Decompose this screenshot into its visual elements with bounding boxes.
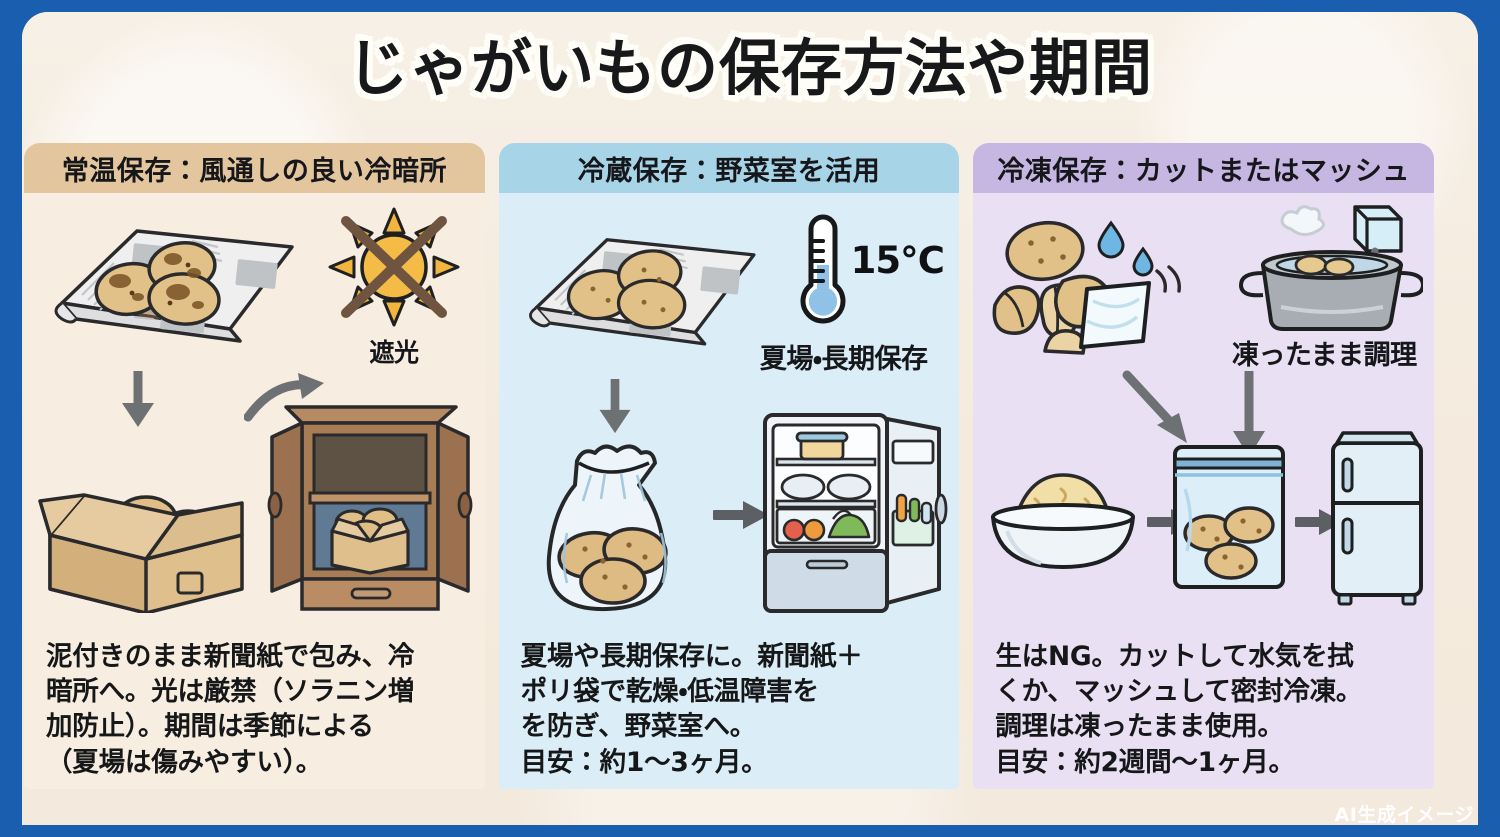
cut-potatoes-wipe-water-icon: [992, 220, 1182, 355]
thermometer-icon: [800, 214, 846, 324]
title-container: じゃがいもの保存方法や期間: [0, 36, 1500, 102]
mashed-potato-bowl-icon: [991, 473, 1136, 569]
curved-arrow-icon: [244, 373, 324, 422]
caption-shading: 遮光: [369, 338, 419, 367]
down-arrow-icon: [599, 379, 631, 434]
column-art-room-temperature: 遮光: [24, 193, 485, 633]
column-header-frozen: 冷凍保存：カットまたはマッシュ: [973, 143, 1435, 193]
column-body-refrigerated: 夏場や長期保存に。新聞紙＋ ポリ袋で乾燥・低温障害を を防ぎ、野菜室へ。 目安：…: [520, 641, 863, 778]
ai-generated-badge: AI生成イメージ: [1334, 804, 1474, 826]
open-refrigerator-icon: [762, 413, 948, 613]
caption-summer-long-term: 夏場・長期保存: [759, 344, 928, 375]
column-header-refrigerated: 冷蔵保存：野菜室を活用: [498, 143, 960, 193]
column-header-room-temperature: 常温保存：風通しの良い冷暗所: [24, 143, 485, 193]
column-refrigerated: 冷蔵保存：野菜室を活用: [498, 143, 960, 789]
column-art-refrigerated: 15℃ 夏場・長期保存: [499, 193, 960, 633]
wooden-cabinet-with-box-icon: [267, 405, 473, 611]
column-art-frozen: 凍ったまま調理: [973, 193, 1434, 633]
plastic-bag-with-potatoes-icon: [546, 444, 668, 612]
diagonal-arrow-icon: [1122, 370, 1188, 443]
potatoes-on-newspaper-icon: [528, 238, 756, 346]
page-title: じゃがいもの保存方法や期間: [346, 33, 1153, 104]
columns-container: 常温保存：風通しの良い冷暗所: [24, 143, 1435, 789]
zip-bag-with-potatoes-icon: [1173, 445, 1286, 589]
arrow-right-icon: [1295, 509, 1344, 535]
muddy-potatoes-on-newspaper-icon: [54, 229, 294, 343]
sun-with-cross-icon: [328, 207, 460, 327]
column-body-room-temperature: 泥付きのまま新聞紙で包み、冷 暗所へ。光は厳禁（ソラニン増 加防止）。期間は季節…: [46, 641, 415, 778]
caption-cook-from-frozen: 凍ったまま調理: [1231, 340, 1417, 371]
pot-cooking-from-frozen-icon: [1239, 205, 1424, 331]
temperature-value: 15℃: [850, 239, 945, 282]
column-frozen: 冷凍保存：カットまたはマッシュ: [973, 143, 1435, 789]
down-arrow-icon: [122, 371, 154, 427]
arrow-right-icon: [712, 501, 769, 529]
upright-freezer-icon: [1331, 431, 1424, 606]
box-with-potatoes-icon: [38, 493, 244, 613]
column-body-frozen: 生はNG。カットして水気を拭 くか、マッシュして密封冷凍。 調理は凍ったまま使用…: [995, 641, 1363, 778]
down-arrow-icon: [1233, 371, 1266, 457]
column-room-temperature: 常温保存：風通しの良い冷暗所: [24, 143, 485, 789]
